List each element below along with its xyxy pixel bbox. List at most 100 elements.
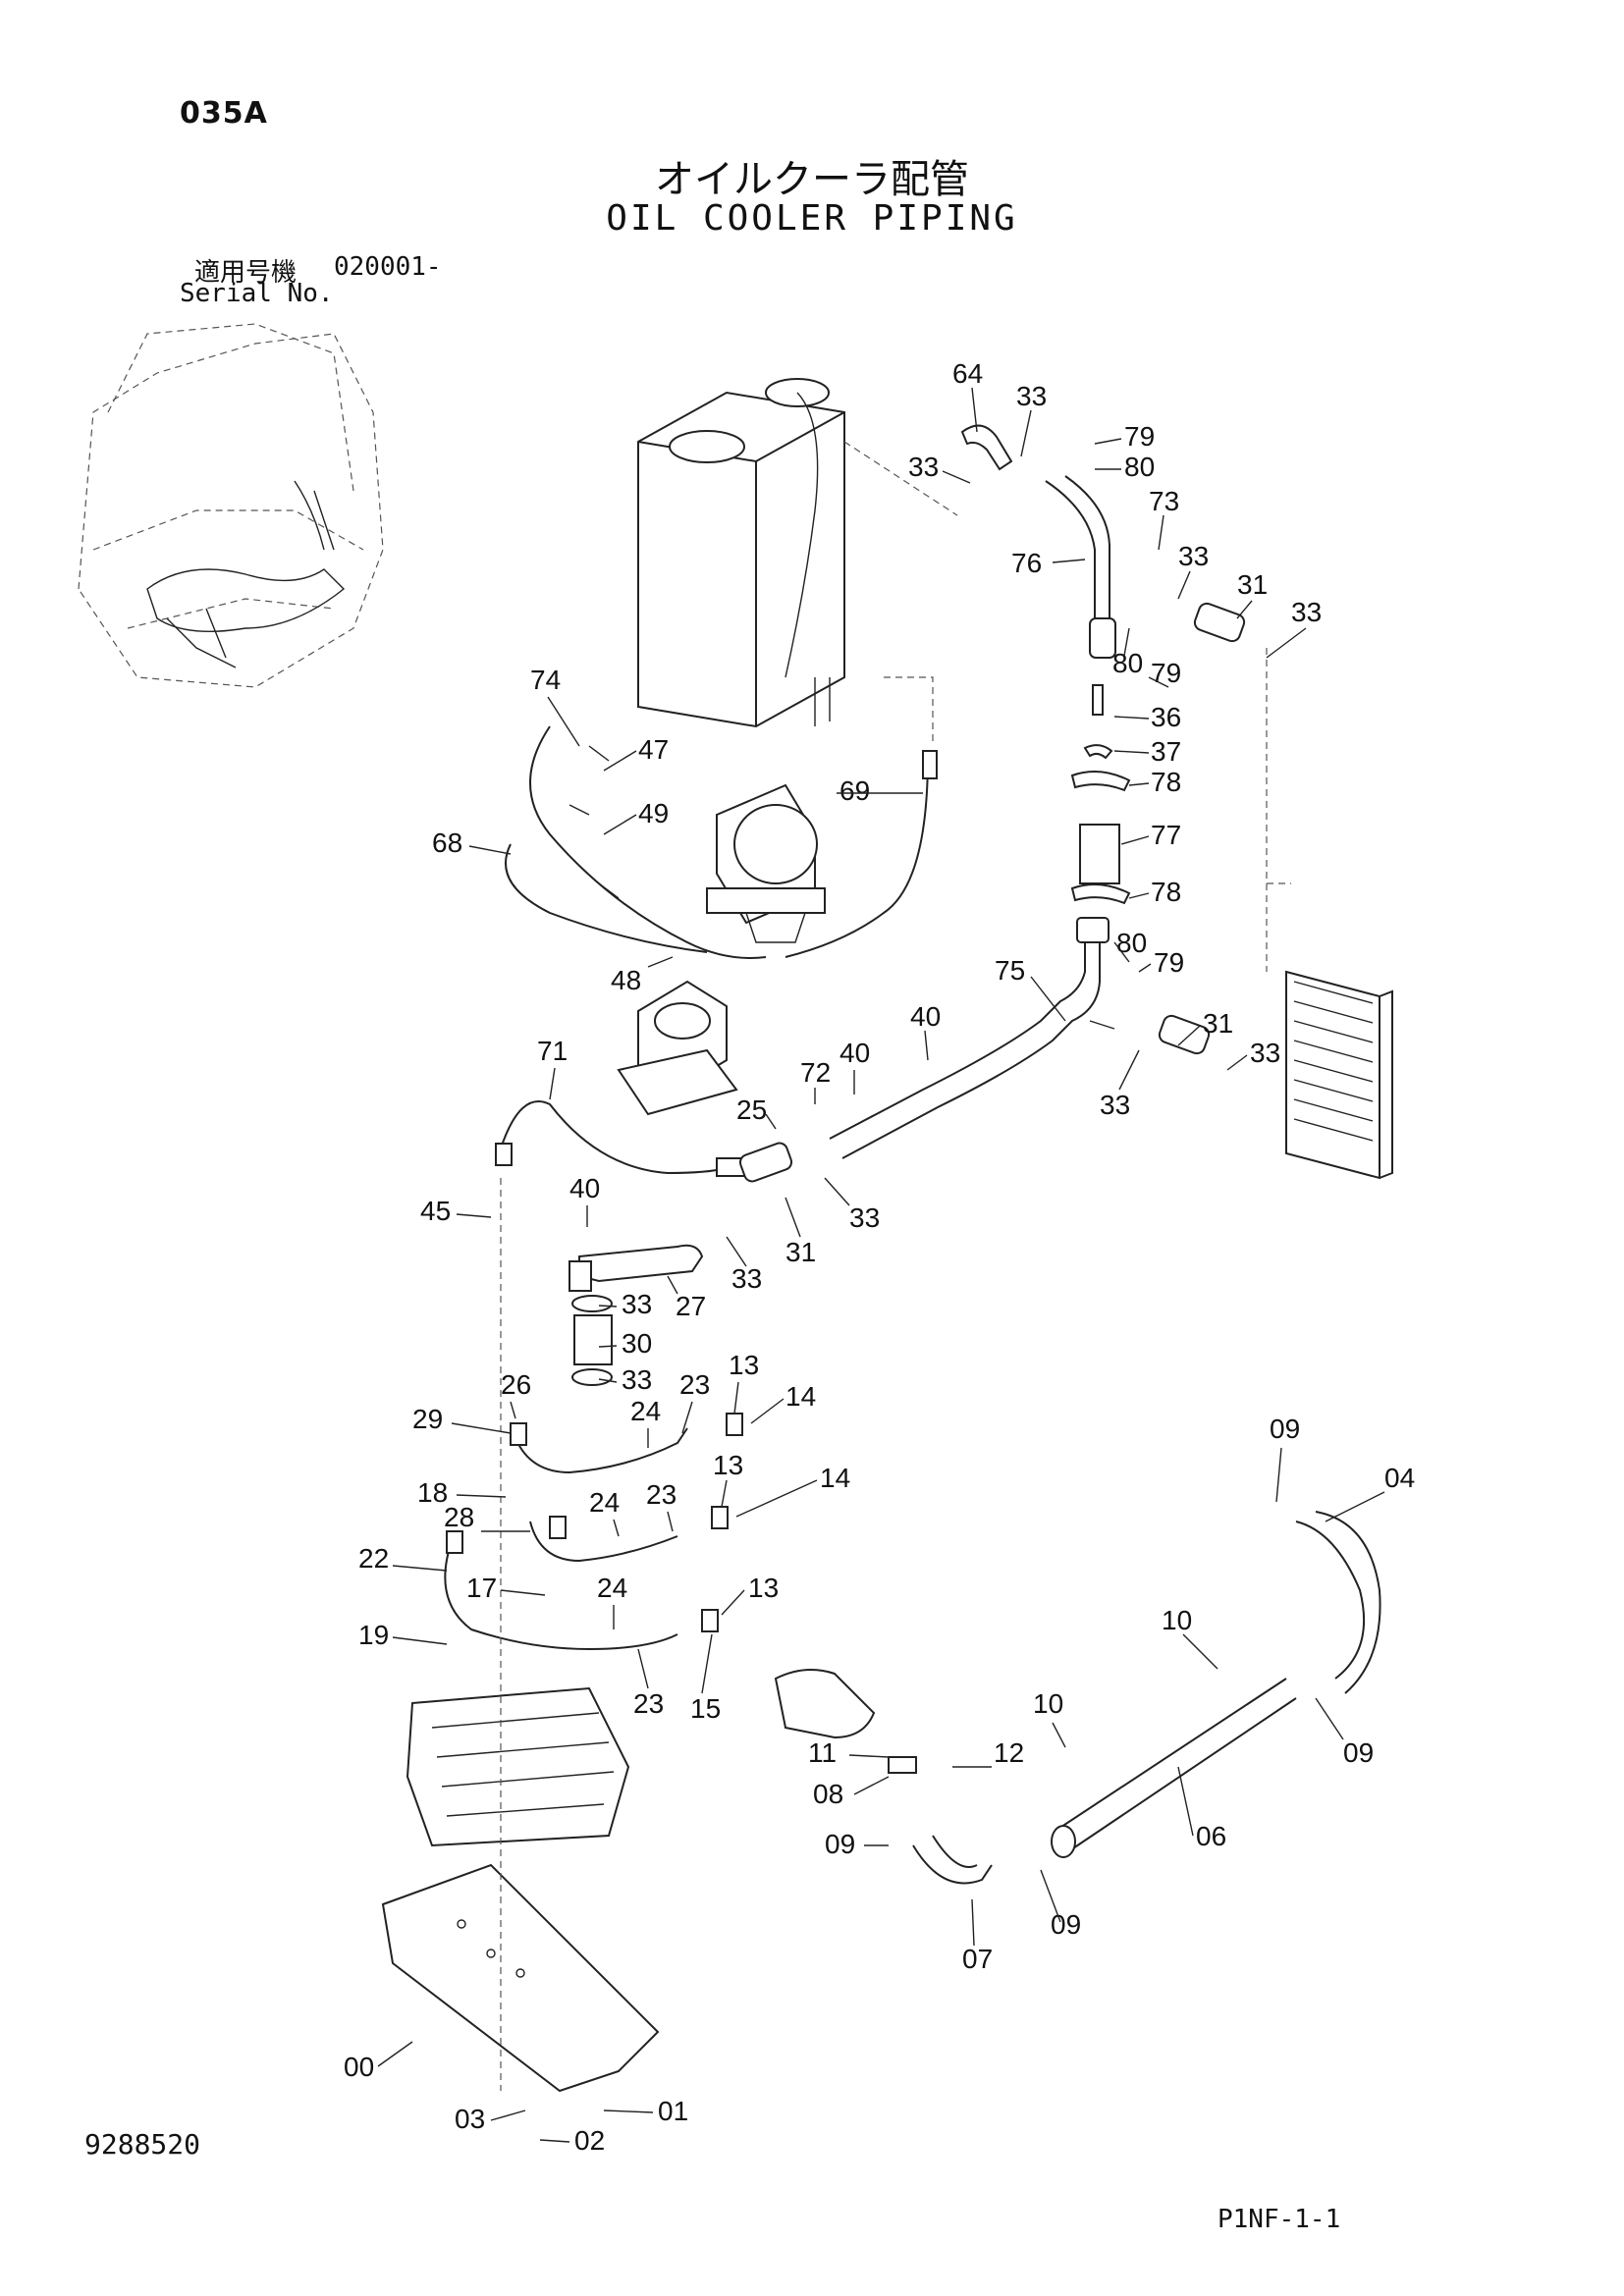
callout-label: 45	[420, 1196, 451, 1226]
callout-label: 80	[1124, 452, 1155, 482]
callout-label: 31	[785, 1237, 816, 1267]
callout-label: 71	[537, 1036, 568, 1066]
serial-label-japanese: 適用号機	[194, 258, 298, 288]
callout-label: 24	[589, 1487, 620, 1518]
callout-label: 78	[1151, 877, 1181, 907]
callout-label: 09	[1343, 1737, 1374, 1768]
callout-label: 31	[1203, 1008, 1233, 1039]
suction-pipe	[774, 1511, 1381, 1885]
callout-label: 10	[1162, 1605, 1192, 1635]
callout-label: 23	[633, 1688, 664, 1719]
callout-label: 78	[1151, 767, 1181, 797]
supply-pipe	[829, 917, 1115, 1159]
callout-label: 09	[1270, 1414, 1300, 1444]
callout-label: 25	[736, 1095, 767, 1125]
callout-label: 33	[1291, 597, 1322, 627]
callout-label: 17	[466, 1573, 497, 1603]
callout-label: 33	[849, 1202, 880, 1233]
callout-label: 31	[1237, 569, 1268, 600]
leader-lines	[377, 387, 1385, 2143]
document-number: 9288520	[84, 2128, 201, 2161]
callout-label: 07	[962, 1944, 993, 1974]
callout-label: 08	[813, 1779, 843, 1809]
callout-label: 04	[1384, 1463, 1415, 1493]
cover-plate	[381, 1178, 660, 2093]
callout-label: 47	[638, 734, 669, 765]
callout-label: 40	[839, 1038, 870, 1068]
callout-label: 29	[412, 1404, 443, 1434]
oil-cooler	[1158, 602, 1393, 1180]
page-reference: P1NF-1-1	[1218, 2205, 1341, 2234]
control-valve	[406, 1686, 630, 1847]
callout-label: 74	[530, 665, 561, 695]
callout-label: 14	[785, 1381, 816, 1412]
callout-label: 22	[358, 1543, 389, 1574]
callout-label: 30	[622, 1328, 652, 1359]
callout-label: 15	[690, 1693, 721, 1724]
callout-label: 36	[1151, 702, 1181, 732]
page-title-english: OIL COOLER PIPING	[606, 198, 1018, 239]
callout-label: 79	[1151, 658, 1181, 688]
page-code: 035A	[180, 96, 268, 131]
callout-label: 06	[1196, 1821, 1226, 1851]
machine-overview-sketch	[78, 323, 384, 688]
callout-label: 80	[1112, 648, 1143, 678]
callout-label: 14	[820, 1463, 850, 1493]
return-pipe-assembly	[960, 424, 1131, 905]
callout-label: 12	[994, 1737, 1024, 1768]
callout-label: 13	[748, 1573, 779, 1603]
elbow-fitting-27	[568, 1142, 793, 1386]
hydraulic-tank	[637, 378, 958, 746]
callout-label: 09	[1051, 1909, 1081, 1940]
callout-label: 33	[1178, 541, 1209, 571]
callout-label: 27	[676, 1291, 706, 1321]
hoses-23	[444, 1413, 743, 1651]
callout-label: 13	[713, 1450, 743, 1480]
page-title-japanese: オイルクーラ配管	[655, 157, 969, 202]
callout-label: 23	[646, 1479, 677, 1510]
callout-label: 02	[574, 2125, 605, 2156]
callout-label: 11	[808, 1737, 837, 1768]
callout-label: 75	[995, 955, 1025, 986]
callout-label: 01	[658, 2096, 688, 2126]
callout-label: 13	[729, 1350, 759, 1380]
callout-label: 69	[839, 775, 870, 806]
callout-label: 80	[1116, 928, 1147, 958]
callout-label: 33	[908, 452, 939, 482]
callout-label: 18	[417, 1477, 448, 1508]
callout-label: 00	[344, 2052, 374, 2082]
callout-label: 79	[1124, 421, 1155, 452]
hydraulic-pump	[706, 783, 826, 943]
callout-label: 40	[910, 1001, 941, 1032]
callout-label: 72	[800, 1057, 831, 1088]
pilot-pump	[617, 980, 738, 1116]
callout-label: 33	[1100, 1090, 1130, 1120]
callout-label: 64	[952, 358, 983, 389]
serial-number-value: 020001-	[334, 252, 442, 282]
callout-label: 33	[1250, 1038, 1280, 1068]
callout-label: 03	[455, 2104, 485, 2134]
callout-label: 24	[597, 1573, 627, 1603]
callout-label: 28	[444, 1502, 474, 1532]
callout-label: 33	[622, 1289, 652, 1319]
callout-label: 33	[622, 1364, 652, 1395]
callout-label: 77	[1151, 820, 1181, 850]
callout-label: 33	[1016, 381, 1047, 411]
callout-label: 37	[1151, 736, 1181, 767]
callout-label: 48	[611, 965, 641, 995]
callout-label: 09	[825, 1829, 855, 1859]
callout-label: 73	[1149, 486, 1179, 516]
serial-label-english: Serial No.	[180, 279, 334, 308]
callout-label: 49	[638, 798, 669, 828]
callout-label: 19	[358, 1620, 389, 1650]
hoses-upper	[505, 725, 938, 959]
callout-labels: 64 33 79 33 80 73 76 33 31 33 80 79 36 3…	[344, 358, 1415, 2156]
callout-label: 68	[432, 828, 462, 858]
callout-label: 23	[679, 1369, 710, 1400]
callout-label: 79	[1154, 947, 1184, 978]
callout-label: 76	[1011, 548, 1042, 578]
callout-label: 40	[569, 1173, 600, 1203]
callout-label: 33	[731, 1263, 762, 1294]
callout-label: 24	[630, 1396, 661, 1426]
